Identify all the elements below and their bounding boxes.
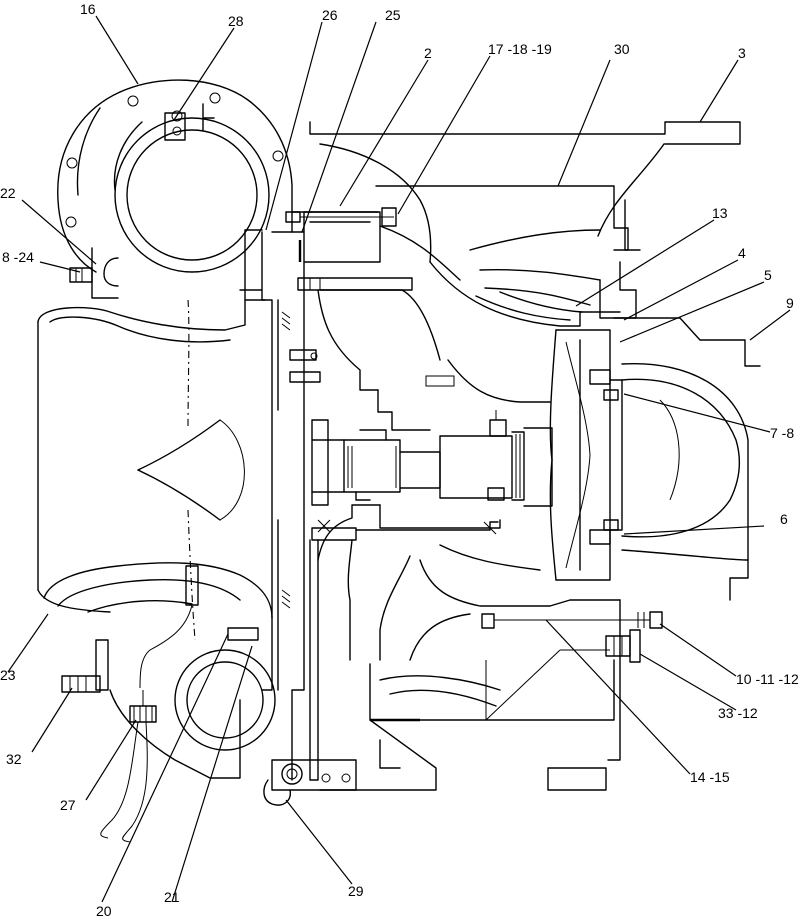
lower-volute (43, 562, 276, 779)
callout-26: 26 (322, 7, 338, 23)
callout-28: 28 (228, 13, 244, 29)
callout-14-15: 14 -15 (690, 769, 730, 785)
callout-23: 23 (0, 667, 16, 683)
callout-32: 32 (6, 751, 22, 767)
compressor-housing (309, 121, 761, 791)
mounting-bracket-29 (263, 759, 357, 806)
callout-27: 27 (60, 797, 76, 813)
callout-9: 9 (786, 295, 794, 311)
callout-10-11-12: 10 -11 -12 (736, 671, 799, 687)
callout-17-18-19: 17 -18 -19 (488, 41, 552, 57)
callout-2: 2 (424, 45, 432, 61)
callout-8-24: 8 -24 (2, 249, 34, 265)
leader-lines (7, 15, 791, 903)
callout-4: 4 (738, 245, 746, 261)
callout-30: 30 (614, 41, 630, 57)
callout-16: 16 (80, 1, 96, 17)
bearing-housing (239, 207, 553, 781)
callout-21: 21 (164, 889, 180, 905)
callout-5: 5 (764, 267, 772, 283)
callout-6: 6 (780, 511, 788, 527)
callout-7-8: 7 -8 (770, 425, 794, 441)
callout-13: 13 (712, 205, 728, 221)
callout-29: 29 (348, 883, 364, 899)
callout-33-12: 33 -12 (718, 705, 758, 721)
callout-25: 25 (385, 7, 401, 23)
turbine-housing (37, 79, 293, 641)
callout-3: 3 (738, 45, 746, 61)
callout-20: 20 (96, 903, 112, 919)
callout-22: 22 (0, 185, 16, 201)
sensor-27 (100, 690, 157, 843)
